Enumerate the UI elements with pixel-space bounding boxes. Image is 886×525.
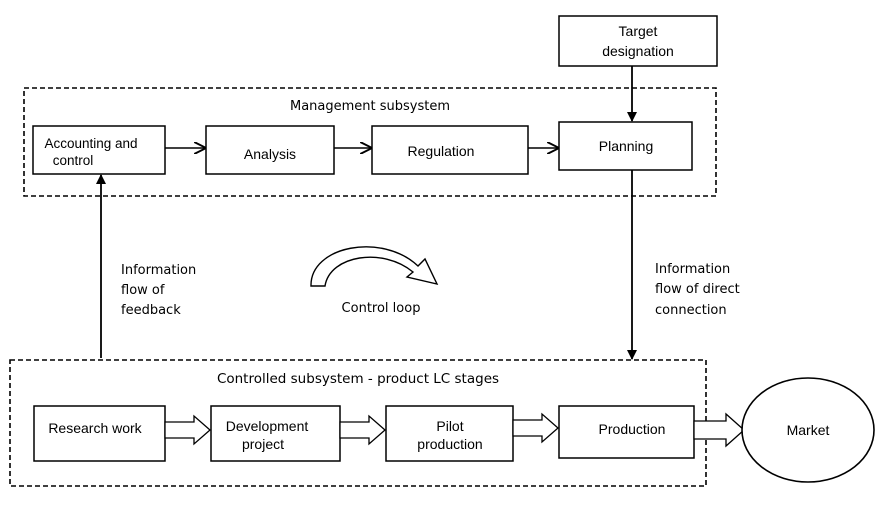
target-designation-line1: Target [619, 23, 658, 39]
svg-text:feedback: feedback [121, 303, 181, 318]
svg-text:flow of: flow of [121, 283, 165, 298]
controlled-subsystem-title: Controlled subsystem - product LC stages [217, 371, 499, 387]
controlled-subsystem-container [9, 359, 707, 487]
block-arrow-pilot-to-production [512, 412, 559, 444]
planning-node: Planning [558, 121, 693, 171]
production-node: Production [558, 405, 695, 459]
block-arrow-research-to-development [164, 414, 211, 446]
production-label: Production [599, 421, 666, 437]
target-designation-node: Target designation [558, 15, 718, 67]
pilot-line1: Pilot [436, 418, 463, 434]
pilot-production-node: Pilot production [385, 405, 514, 462]
control-loop-label: Control loop [342, 301, 421, 316]
control-loop-icon [310, 246, 439, 287]
management-subsystem-container [23, 87, 717, 197]
accounting-control-node: Accounting and control [32, 125, 166, 175]
block-arrow-production-to-market [693, 412, 745, 448]
development-line2: project [242, 436, 284, 452]
svg-text:flow of direct: flow of direct [655, 282, 740, 297]
target-designation-line2: designation [602, 43, 674, 59]
analysis-label: Analysis [244, 146, 296, 162]
accounting-line1: Accounting and [44, 136, 137, 151]
feedback-label: Information flow of feedback [121, 263, 196, 318]
research-work-label: Research work [48, 420, 142, 436]
development-project-node: Development project [210, 405, 341, 462]
block-arrow-development-to-pilot [339, 414, 386, 446]
development-line1: Development [226, 418, 309, 434]
management-subsystem-title: Management subsystem [290, 99, 450, 114]
market-label: Market [787, 422, 830, 438]
market-node: Market [741, 377, 875, 483]
svg-text:Information: Information [121, 263, 196, 278]
research-work-node: Research work [33, 405, 166, 462]
regulation-node: Regulation [371, 125, 529, 175]
planning-label: Planning [599, 138, 654, 154]
accounting-line2: control [53, 153, 94, 168]
direct-connection-label: Information flow of direct connection [655, 262, 740, 318]
analysis-node: Analysis [205, 125, 335, 175]
pilot-line2: production [417, 436, 482, 452]
svg-text:connection: connection [655, 303, 727, 318]
svg-text:Information: Information [655, 262, 730, 277]
regulation-label: Regulation [408, 143, 475, 159]
